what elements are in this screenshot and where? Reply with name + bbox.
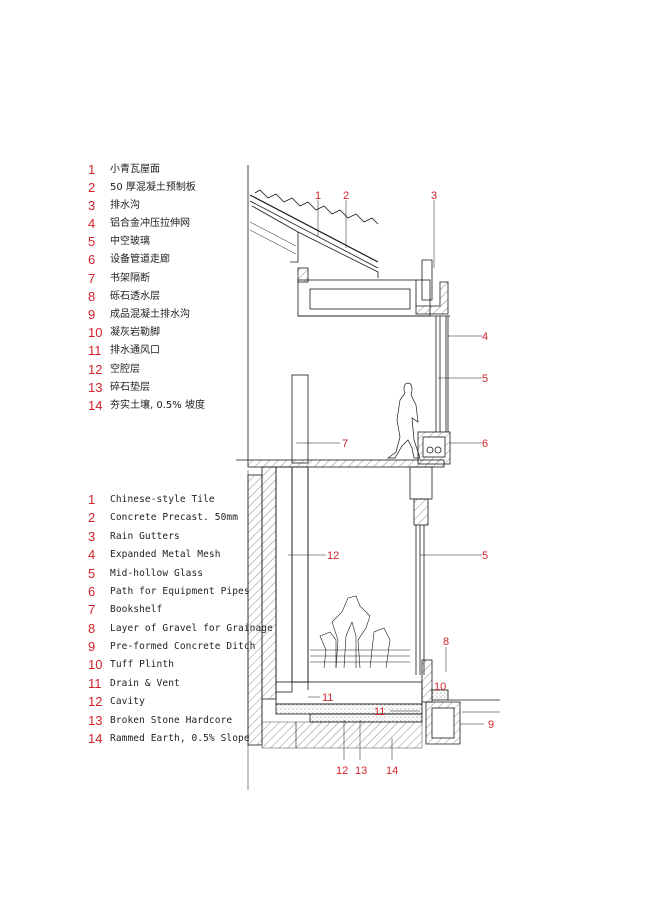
callout-2: 2 [343,190,349,202]
callout-12: 12 [336,765,348,777]
upper-glazing [435,316,449,432]
person-figure [386,382,421,459]
callout-5: 5 [482,373,488,385]
callout-5: 5 [482,550,488,562]
callout-3: 3 [431,190,437,202]
callout-6: 6 [482,438,488,450]
callout-8: 8 [443,636,449,648]
lower-wall [247,466,309,746]
leader-lines [288,200,484,760]
callout-7: 7 [342,438,348,450]
callout-9: 9 [488,719,494,731]
callout-12: 12 [327,550,339,562]
floor-slab [236,459,445,526]
upper-slab [297,259,450,317]
plinth-drain [421,659,500,745]
callout-11: 11 [374,706,385,718]
bookshelf [291,374,309,464]
callout-14: 14 [386,765,398,777]
lower-glazing [415,525,425,675]
callout-1: 1 [315,190,321,202]
sculpture-figures [310,595,410,669]
equipment-path [417,431,451,465]
callout-13: 13 [355,765,367,777]
callout-11: 11 [322,692,333,704]
roof-tiles [249,189,379,278]
callout-10: 10 [434,681,446,693]
callout-labels: 1 2 3 4 5 6 7 12 5 8 10 11 11 9 12 13 14 [315,190,494,777]
callout-4: 4 [482,331,488,343]
lower-floor [261,681,423,749]
